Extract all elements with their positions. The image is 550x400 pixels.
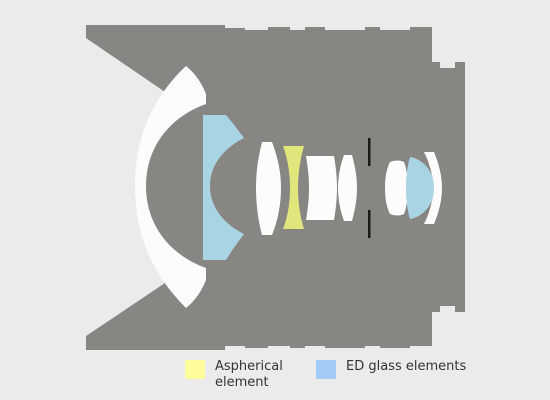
aperture-stop-upper (368, 138, 371, 166)
legend-swatch-aspherical (185, 360, 205, 379)
element-7 (385, 160, 408, 216)
legend-item-ed-glass: ED glass elements (316, 359, 466, 379)
legend-label-ed-glass: ED glass elements (346, 359, 467, 374)
meniscus-cavity (146, 104, 206, 268)
aspherical-element (283, 146, 304, 229)
legend-swatch-ed-glass (316, 360, 336, 379)
ed-glass-element-front (203, 115, 244, 260)
ed-glass-element-rear (406, 157, 434, 219)
aperture-stop-lower (368, 210, 371, 238)
legend-label-aspherical: Aspherical element (215, 359, 283, 390)
legend-item-aspherical: Aspherical element (185, 359, 295, 391)
biconvex-element-3 (256, 142, 281, 235)
element-5 (306, 156, 337, 220)
element-6 (338, 155, 357, 221)
